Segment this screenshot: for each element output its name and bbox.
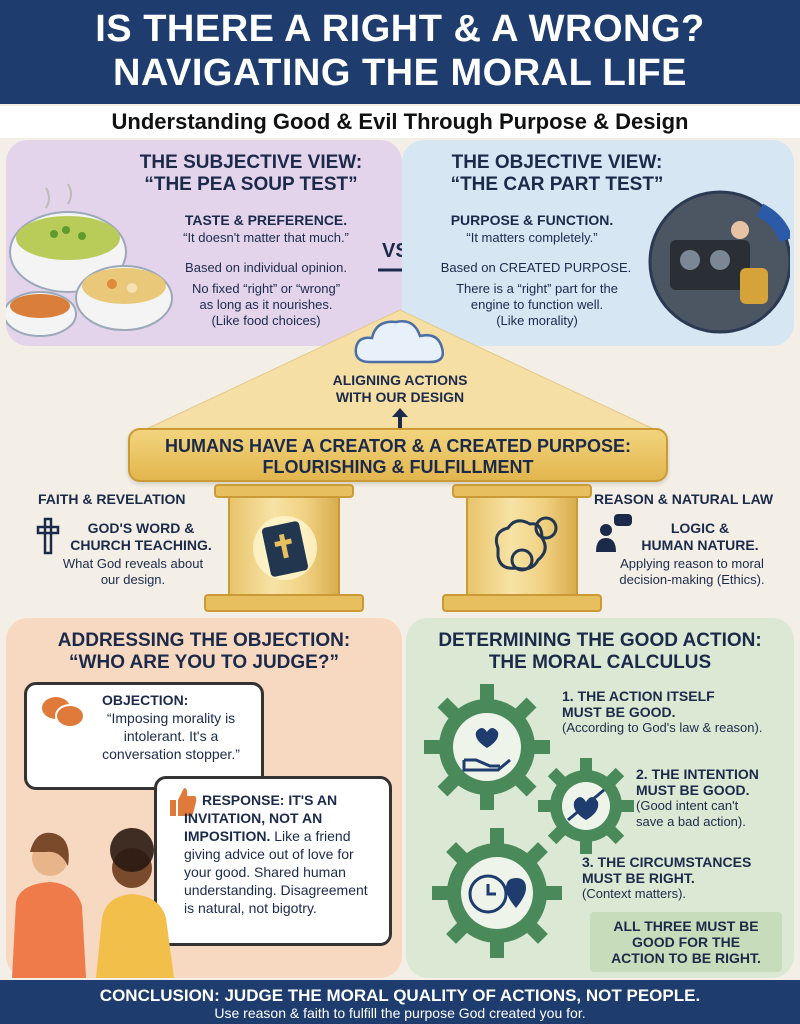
objection-title-2: “WHO ARE YOU TO JUDGE?”: [69, 652, 339, 673]
subjective-line-6: (Like food choices): [211, 313, 321, 328]
people-discussion-icon: [596, 514, 632, 552]
response-line-4: giving advice out of love for: [184, 846, 354, 862]
gear-hand-heart-icon: [424, 684, 550, 810]
calculus-item-1: 1. THE ACTION ITSELF MUST BE GOOD. (Acco…: [562, 688, 790, 736]
subjective-title-2: “THE PEA SOUP TEST”: [144, 174, 358, 195]
subtitle: Understanding Good & Evil Through Purpos…: [0, 106, 800, 138]
subjective-line-2: “It doesn't matter that much.”: [183, 230, 349, 245]
conclusion-subtext: Use reason & faith to fulfill the purpos…: [214, 1005, 586, 1021]
subjective-title-1: THE SUBJECTIVE VIEW:: [139, 152, 363, 173]
objection-label: OBJECTION:: [102, 692, 189, 708]
all-three-line-2: GOOD FOR THE: [631, 934, 741, 950]
speech-bubbles-icon: [42, 697, 85, 728]
response-line-5: your good. Shared human: [184, 864, 346, 880]
objective-line-5: engine to function well.: [470, 297, 604, 312]
right-pillar-capital: [452, 484, 592, 498]
reason-line-2: HUMAN NATURE.: [641, 537, 759, 553]
objective-view-panel: THE OBJECTIVE VIEW: “THE CAR PART TEST” …: [402, 140, 794, 346]
all-three-line-3: ACTION TO BE RIGHT.: [611, 950, 761, 966]
calculus-item-1-heading-2: MUST BE GOOD.: [562, 704, 676, 720]
subjective-line-5: as long as it nourishes.: [199, 297, 333, 312]
subjective-view-panel: THE SUBJECTIVE VIEW: “THE PEA SOUP TEST”…: [6, 140, 402, 346]
objective-line-3: Based on CREATED PURPOSE.: [440, 260, 632, 275]
calculus-item-1-note: (According to God's law & reason).: [562, 720, 763, 735]
conclusion-text: CONCLUSION: JUDGE THE MORAL QUALITY OF A…: [99, 986, 701, 1005]
car-engine-icon: [648, 190, 790, 334]
calculus-title-1: DETERMINING THE GOOD ACTION:: [438, 630, 762, 651]
calculus-item-3-note: (Context matters).: [582, 886, 687, 901]
calculus-item-2-heading-1: 2. THE INTENTION: [636, 766, 759, 782]
aligning-line-1: ALIGNING ACTIONS: [332, 372, 468, 388]
objection-line-1: “Imposing morality is: [106, 710, 236, 726]
objective-title-2: “THE CAR PART TEST”: [450, 174, 664, 195]
objective-title-1: THE OBJECTIVE VIEW:: [451, 152, 663, 173]
subjective-line-1: TASTE & PREFERENCE.: [184, 212, 348, 228]
reason-line-4: decision-making (Ethics).: [619, 572, 765, 587]
all-three-line-1: ALL THREE MUST BE: [613, 918, 759, 934]
objective-line-1: PURPOSE & FUNCTION.: [450, 212, 614, 228]
reason-line-3: Applying reason to moral: [620, 556, 764, 571]
title-line-2: NAVIGATING THE MORAL LIFE: [112, 52, 688, 94]
beam-line-1: HUMANS HAVE A CREATOR & A CREATED PURPOS…: [164, 436, 632, 456]
header-banner: IS THERE A RIGHT & A WRONG? NAVIGATING T…: [0, 0, 800, 104]
calculus-item-3: 3. THE CIRCUMSTANCES MUST BE RIGHT. (Con…: [582, 854, 790, 902]
title-line-1: IS THERE A RIGHT & A WRONG?: [95, 8, 705, 50]
right-pillar: [466, 498, 578, 594]
creator-purpose-beam: HUMANS HAVE A CREATOR & A CREATED PURPOS…: [128, 428, 668, 482]
objective-line-6: (Like morality): [496, 313, 578, 328]
objection-title-1: ADDRESSING THE OBJECTION:: [57, 630, 351, 651]
gear-clock-location-icon: [432, 828, 562, 958]
aligning-line-2: WITH OUR DESIGN: [335, 389, 465, 405]
faith-line-3: What God reveals about: [62, 556, 204, 571]
arrow-up-icon: [392, 408, 408, 430]
bible-icon: [253, 516, 317, 580]
all-three-callout: ALL THREE MUST BE GOOD FOR THE ACTION TO…: [590, 912, 782, 972]
response-line-2: INVITATION, NOT AN: [184, 810, 323, 826]
beam-line-2: FLOURISHING & FULFILLMENT: [262, 457, 534, 477]
reason-natural-law-title: REASON & NATURAL LAW: [594, 491, 774, 507]
calculus-item-2-heading-2: MUST BE GOOD.: [636, 782, 750, 798]
pea-soup-icon: [6, 183, 173, 337]
left-pillar-base: [204, 594, 364, 612]
subjective-line-3: Based on individual opinion.: [185, 260, 347, 275]
calculus-item-1-heading-1: 1. THE ACTION ITSELF: [562, 688, 715, 704]
left-pillar-capital: [214, 484, 354, 498]
faith-line-4: our design.: [100, 572, 166, 587]
cloud-icon: [354, 320, 444, 364]
right-pillar-base: [442, 594, 602, 612]
subjective-line-4: No fixed “right” or “wrong”: [191, 281, 341, 296]
objective-line-4: There is a “right” part for the: [456, 281, 618, 296]
reason-line-1: LOGIC &: [670, 520, 730, 536]
calculus-item-3-heading-2: MUST BE RIGHT.: [582, 870, 695, 886]
calculus-title-2: THE MORAL CALCULUS: [488, 652, 712, 673]
calculus-item-3-heading-1: 3. THE CIRCUMSTANCES: [582, 854, 752, 870]
objection-line-2: intolerant. It's a: [123, 728, 219, 744]
faith-revelation-title: FAITH & REVELATION: [38, 491, 186, 507]
faith-line-2: CHURCH TEACHING.: [70, 537, 212, 553]
two-friends-illustration: [12, 828, 174, 978]
faith-line-1: GOD'S WORD &: [87, 520, 195, 536]
thumbs-up-icon: [170, 788, 197, 816]
response-line-7: is natural, not bigotry.: [184, 900, 317, 916]
response-line-1: RESPONSE: IT'S AN: [202, 792, 338, 808]
objection-panel: ADDRESSING THE OBJECTION: “WHO ARE YOU T…: [6, 618, 402, 978]
objective-line-2: “It matters completely.”: [466, 230, 598, 245]
calculus-item-2: 2. THE INTENTION MUST BE GOOD. (Good int…: [636, 766, 786, 830]
cross-icon: [36, 517, 60, 555]
calculus-item-2-note-2: save a bad action).: [636, 814, 746, 829]
aligning-actions-text: ALIGNING ACTIONS WITH OUR DESIGN: [300, 372, 500, 406]
objection-line-3: conversation stopper.”: [102, 746, 240, 762]
response-line-6: understanding. Disagreement: [184, 882, 368, 898]
calculus-item-2-note-1: (Good intent can't: [636, 798, 739, 813]
conclusion-footer: CONCLUSION: JUDGE THE MORAL QUALITY OF A…: [0, 980, 800, 1024]
response-line-3: IMPOSITION. Like a friend: [184, 828, 351, 844]
brain-gears-icon: [494, 516, 558, 572]
gear-heart-arrow-icon: [538, 758, 634, 854]
